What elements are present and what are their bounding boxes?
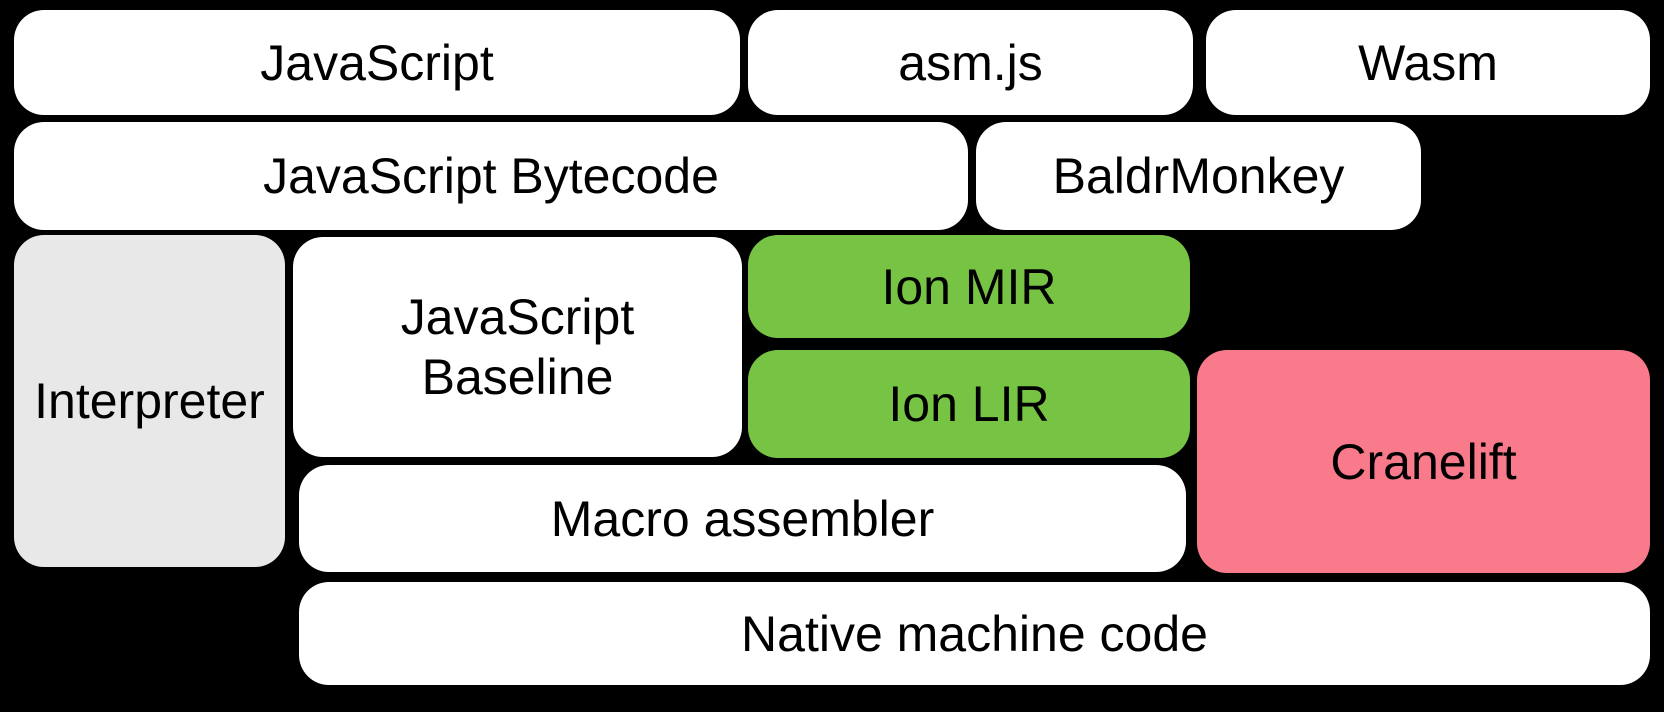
box-javascript: JavaScript [14,10,740,115]
javascript-baseline-label: JavaScript Baseline [400,289,635,405]
box-ion-lir: Ion LIR [748,350,1190,458]
box-macro-assembler: Macro assembler [299,465,1186,572]
box-wasm: Wasm [1206,10,1650,115]
box-cranelift: Cranelift [1197,350,1650,573]
interpreter-label: Interpreter [34,373,265,429]
box-javascript-baseline: JavaScript Baseline [293,237,742,457]
box-native-machine-code: Native machine code [299,582,1650,685]
ion-mir-label: Ion MIR [881,258,1057,315]
box-interpreter: Interpreter [14,235,285,567]
asmjs-label: asm.js [898,34,1043,91]
box-asmjs: asm.js [748,10,1193,115]
cranelift-label: Cranelift [1330,433,1517,490]
box-javascript-bytecode: JavaScript Bytecode [14,122,968,230]
box-ion-mir: Ion MIR [748,235,1190,338]
javascript-label: JavaScript [260,34,494,91]
native-machine-code-label: Native machine code [741,605,1208,662]
baldrmonkey-label: BaldrMonkey [1052,148,1345,204]
wasm-label: Wasm [1358,34,1498,91]
ion-lir-label: Ion LIR [888,376,1050,432]
box-baldrmonkey: BaldrMonkey [976,122,1421,230]
macro-assembler-label: Macro assembler [550,490,935,547]
javascript-bytecode-label: JavaScript Bytecode [263,148,719,204]
